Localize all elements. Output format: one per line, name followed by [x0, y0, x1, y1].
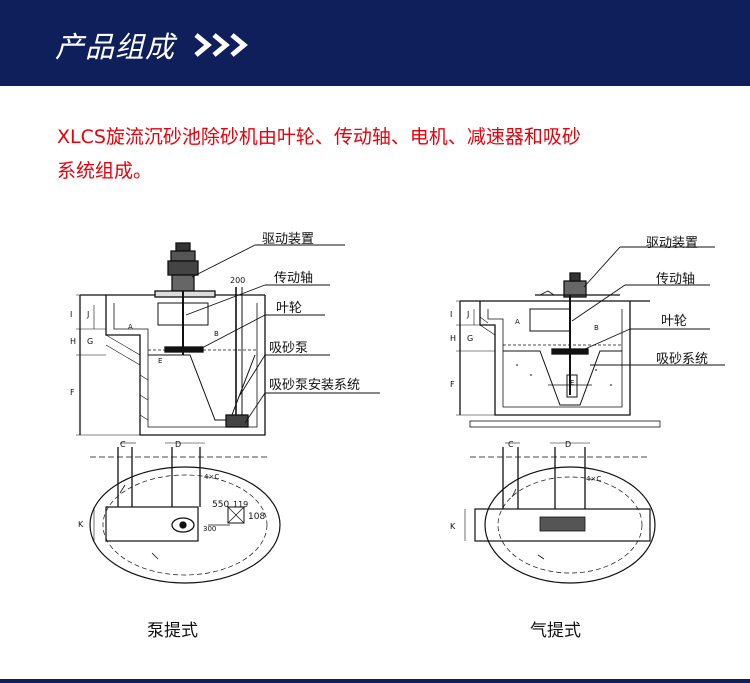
label-shaft: 传动轴 [656, 272, 695, 287]
section-title: 产品组成 [55, 30, 176, 64]
dim-j: J [86, 310, 89, 319]
dim-119: 119 [233, 500, 248, 509]
label-impeller: 叶轮 [661, 314, 687, 329]
dim-300: 300 [203, 525, 216, 533]
dim-200: 200 [230, 276, 245, 285]
dim-108: 108 [248, 512, 265, 522]
dim-k: K [78, 520, 84, 529]
dim-b: B [594, 324, 599, 332]
label-impeller: 叶轮 [276, 301, 302, 316]
header-bar: 产品组成 [0, 0, 750, 86]
air-lift-diagram: 驱动装置 传动轴 叶轮 吸砂系统 I J G H F A B E C D K 4… [450, 236, 725, 584]
dim-i: I [450, 310, 452, 319]
dim-b: B [214, 330, 219, 338]
dim-j: J [466, 310, 469, 319]
intro-text: XLCS旋流沉砂池除砂机由叶轮、传动轴、电机、减速器和吸砂 系统组成。 [57, 120, 717, 188]
caption-air-lift: 气提式 [530, 621, 581, 641]
dim-550: 550 [212, 500, 229, 510]
dim-e: E [570, 379, 574, 387]
label-shaft: 传动轴 [274, 271, 313, 286]
dim-d: D [175, 440, 181, 449]
intro-line-1: XLCS旋流沉砂池除砂机由叶轮、传动轴、电机、减速器和吸砂 [57, 126, 581, 148]
dim-4xc: 4×C [586, 475, 601, 483]
dim-e: E [158, 357, 162, 365]
dim-c: C [508, 440, 514, 449]
dim-h: H [70, 337, 76, 346]
dim-g: G [87, 337, 93, 346]
label-drive: 驱动装置 [646, 236, 698, 251]
dim-a: A [515, 318, 520, 326]
dim-f: F [450, 380, 455, 389]
label-sand-system: 吸砂系统 [656, 352, 708, 367]
label-pump-install: 吸砂泵安装系统 [269, 378, 360, 393]
label-sand-pump: 吸砂泵 [269, 341, 308, 356]
dim-g: G [467, 334, 473, 343]
dim-h: H [450, 334, 456, 343]
label-drive: 驱动装置 [262, 232, 314, 247]
dim-d: D [565, 440, 571, 449]
dim-k: K [450, 522, 456, 531]
dim-i: I [70, 310, 72, 319]
dim-f: F [70, 388, 75, 397]
dim-4xc: 4×C [204, 473, 219, 481]
caption-pump-lift: 泵提式 [147, 621, 198, 641]
pump-lift-diagram: 驱动装置 传动轴 叶轮 吸砂泵 吸砂泵安装系统 200 550 119 108 … [70, 232, 380, 584]
bottom-divider [0, 679, 750, 683]
dim-c: C [120, 440, 126, 449]
triple-chevron-right-icon [194, 33, 248, 57]
intro-line-2: 系统组成。 [57, 160, 153, 182]
dim-a: A [128, 323, 133, 331]
